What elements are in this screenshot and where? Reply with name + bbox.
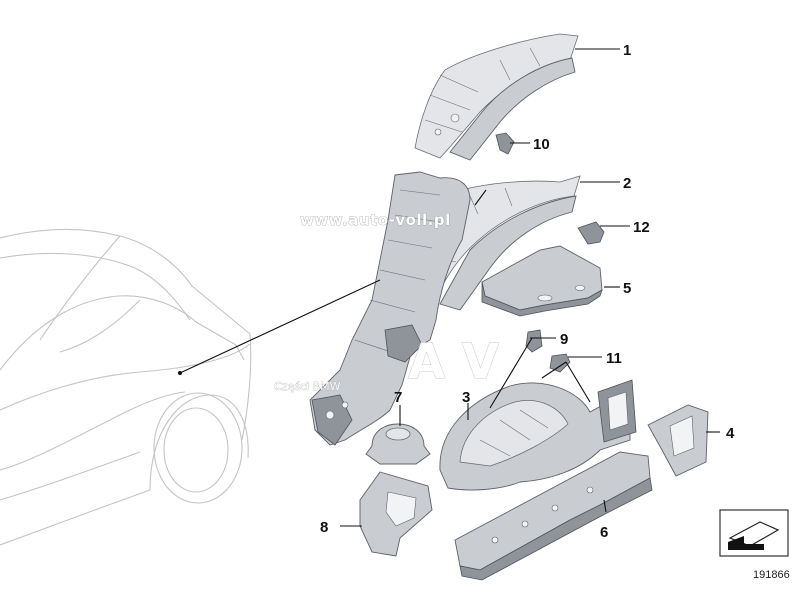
callout-4: 4 bbox=[726, 425, 735, 442]
part-7-dome-cap bbox=[365, 423, 431, 465]
callout-7: 7 bbox=[394, 389, 402, 406]
part-1-wheel-arch-panel bbox=[414, 33, 579, 161]
callout-8: 8 bbox=[320, 519, 328, 536]
part-5-floor-panel bbox=[481, 245, 603, 317]
callout-2: 2 bbox=[623, 175, 631, 192]
callout-6: 6 bbox=[600, 524, 608, 541]
leader-lines bbox=[179, 48, 720, 527]
watermark-url: www.auto-voll.pl bbox=[300, 211, 451, 229]
part-9-bracket bbox=[525, 329, 543, 353]
callout-10: 10 bbox=[533, 136, 550, 153]
callout-11: 11 bbox=[606, 350, 622, 367]
part-4-end-bracket bbox=[647, 404, 709, 477]
watermark-letters: A V bbox=[408, 334, 499, 390]
part-10-bracket bbox=[495, 132, 515, 155]
callout-1: 1 bbox=[623, 42, 631, 59]
callout-labels: 1 10 2 12 5 9 11 3 7 4 8 6 bbox=[320, 42, 735, 541]
part-6-sill-rail bbox=[454, 451, 653, 581]
watermark-caption: Części BMW bbox=[274, 380, 341, 393]
part-side-pillar-assembly bbox=[309, 171, 471, 446]
diagram-number: 191866 bbox=[753, 569, 790, 581]
callout-3: 3 bbox=[462, 389, 470, 406]
leader-dot bbox=[178, 371, 182, 375]
orientation-box bbox=[719, 509, 789, 557]
car-outline-illustration bbox=[0, 228, 252, 546]
callout-5: 5 bbox=[623, 280, 631, 297]
part-12-clip bbox=[577, 221, 605, 245]
part-11-bracket bbox=[549, 353, 571, 373]
part-3-wheel-housing bbox=[439, 379, 637, 491]
part-8-support bbox=[359, 471, 433, 557]
callout-12: 12 bbox=[633, 219, 650, 236]
callout-9: 9 bbox=[560, 331, 568, 348]
